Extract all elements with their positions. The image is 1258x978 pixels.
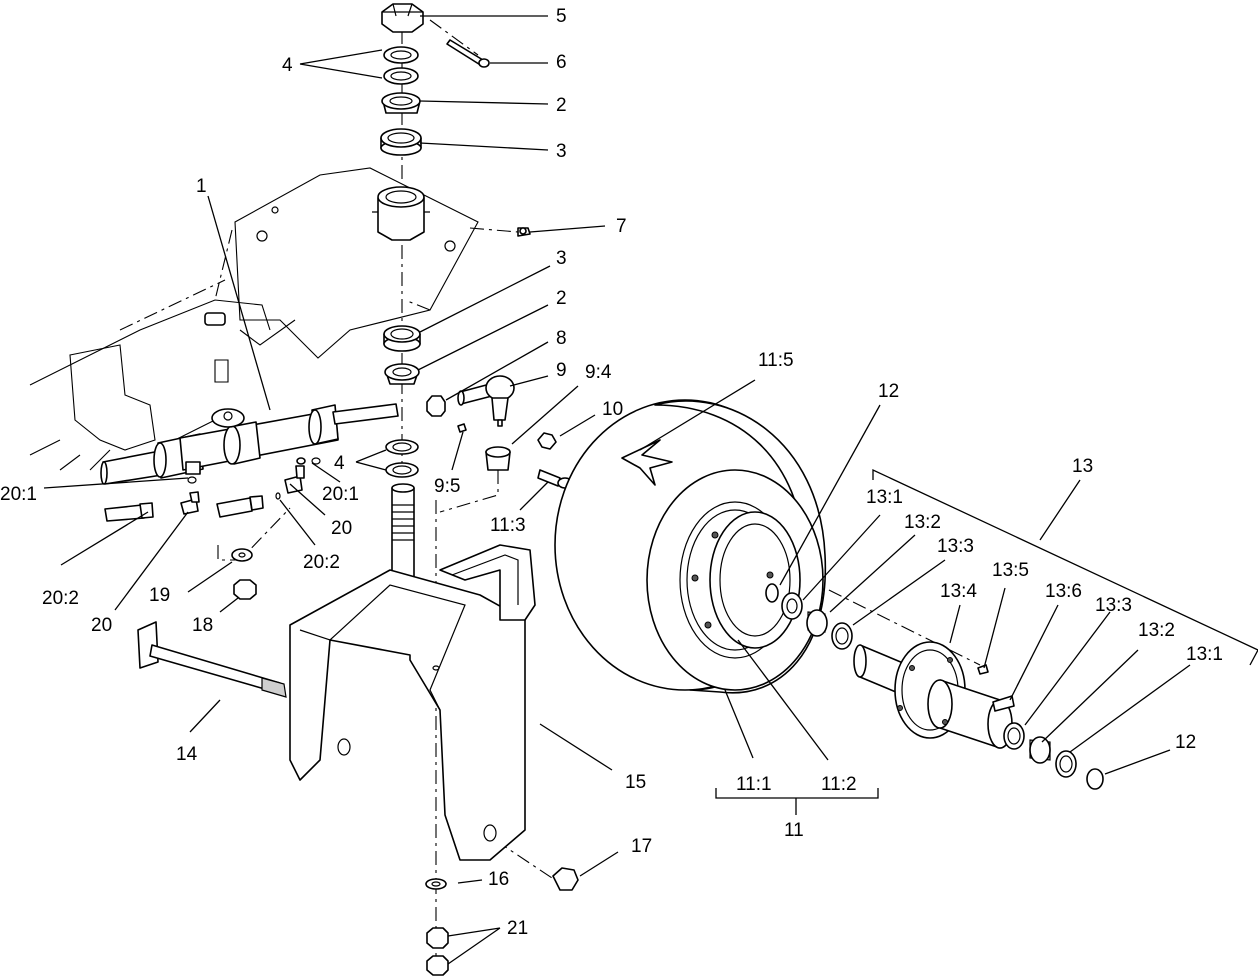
callout-13-3-top: 13:3 <box>937 536 974 557</box>
callout-20-1-right: 20:1 <box>322 484 359 505</box>
frame-outline <box>29 279 296 471</box>
callout-15: 15 <box>625 772 646 793</box>
nuts-21 <box>426 927 449 976</box>
callout-12-right: 12 <box>1175 732 1196 753</box>
callout-labels: 5 6 4 2 3 1 7 3 2 8 9 9:4 11:5 12 10 4 1… <box>0 6 1223 939</box>
ball-joint <box>457 375 515 427</box>
boot-9-4 <box>485 446 511 471</box>
callout-6: 6 <box>556 52 567 73</box>
callout-20-2-left: 20:2 <box>42 588 79 609</box>
callout-20-2-right: 20:2 <box>303 552 340 573</box>
callout-11-1: 11:1 <box>736 774 772 795</box>
callout-11: 11 <box>784 820 804 841</box>
callout-20-right: 20 <box>331 518 352 539</box>
bearing-cup-lower <box>383 325 421 352</box>
callout-16: 16 <box>488 869 509 890</box>
callout-17: 17 <box>631 836 652 857</box>
callout-14: 14 <box>176 744 198 765</box>
steering-cylinder <box>100 403 399 485</box>
callout-18: 18 <box>192 615 213 636</box>
callout-3-lower: 3 <box>556 248 567 269</box>
callout-9: 9 <box>556 360 567 381</box>
callout-11-5: 11:5 <box>758 350 794 371</box>
axle-bolt <box>137 621 287 698</box>
cotter-pin <box>446 39 490 68</box>
callout-21: 21 <box>507 918 528 939</box>
callout-1: 1 <box>196 176 207 197</box>
nut-10 <box>537 432 557 450</box>
callout-13-4: 13:4 <box>940 581 977 602</box>
jam-nut-8 <box>426 395 446 417</box>
bearing-cone-lower <box>384 363 420 385</box>
grease-fitting <box>517 227 531 237</box>
wheel-assembly <box>554 399 827 694</box>
callout-9-5: 9:5 <box>434 476 460 497</box>
nut-17 <box>552 867 579 891</box>
leader-lines <box>43 15 1258 965</box>
callout-13-2-top: 13:2 <box>904 512 941 533</box>
callout-20-1-left: 20:1 <box>0 484 37 505</box>
hose-fittings <box>104 457 321 561</box>
callout-13-5: 13:5 <box>992 560 1029 581</box>
callout-13-3-right: 13:3 <box>1095 595 1132 616</box>
callout-11-2: 11:2 <box>821 774 857 795</box>
grease-fitting-9-5 <box>457 423 467 433</box>
callout-20-left: 20 <box>91 615 112 636</box>
callout-7: 7 <box>616 216 627 237</box>
callout-4-lower: 4 <box>334 453 345 474</box>
deck-plate <box>214 167 479 359</box>
callout-13-2-right: 13:2 <box>1138 620 1175 641</box>
hub-assembly <box>781 592 1104 790</box>
callout-19: 19 <box>149 585 170 606</box>
washer-19 <box>231 548 253 562</box>
steering-housing <box>372 186 430 241</box>
bearing-cup-upper <box>380 128 422 156</box>
callout-2-top: 2 <box>556 95 567 116</box>
callout-2-lower: 2 <box>556 288 567 309</box>
callout-13-1-top: 13:1 <box>866 487 903 508</box>
callout-10: 10 <box>602 399 623 420</box>
callout-13: 13 <box>1072 456 1093 477</box>
castle-nut <box>381 3 424 33</box>
washer-16 <box>425 878 447 890</box>
callout-8: 8 <box>556 328 567 349</box>
callout-3-top: 3 <box>556 141 567 162</box>
caster-fork <box>289 544 536 861</box>
callout-11-3: 11:3 <box>490 515 526 536</box>
callout-13-1-right: 13:1 <box>1186 644 1223 665</box>
callout-13-6: 13:6 <box>1045 581 1082 602</box>
callout-5: 5 <box>556 6 567 27</box>
washer-lower <box>385 439 419 478</box>
callout-4-top: 4 <box>282 55 293 76</box>
callout-12-top: 12 <box>878 381 899 402</box>
washer-upper <box>383 46 419 85</box>
bearing-cone-upper <box>381 92 421 114</box>
nut-18 <box>233 579 257 600</box>
callout-9-4: 9:4 <box>585 362 612 383</box>
